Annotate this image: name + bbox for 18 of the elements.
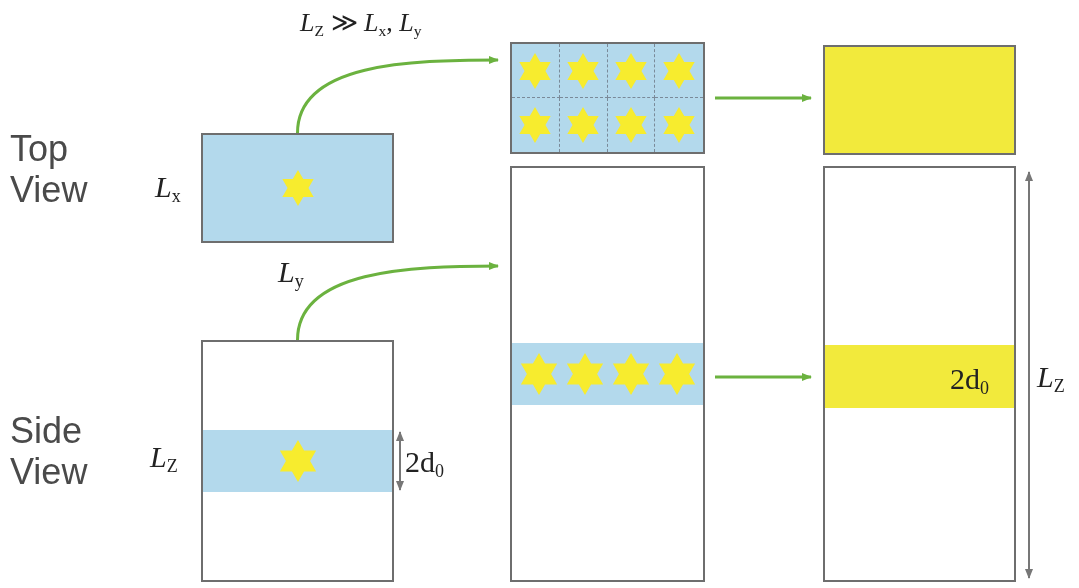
rectangle-panel	[201, 133, 394, 243]
rectangle-panel	[510, 42, 705, 154]
math-label: L$_{x}$	[155, 170, 181, 208]
rectangle-panel	[823, 166, 1016, 582]
rectangle-panel	[510, 166, 705, 582]
math-label: 2d$_{0}$	[950, 362, 989, 400]
arrow	[715, 94, 812, 102]
math-label: 2d$_{0}$	[405, 445, 444, 483]
arrow	[296, 262, 499, 341]
math-label: L$_{Z}$	[1037, 360, 1065, 398]
view-label: Side View	[10, 410, 89, 493]
rectangle-panel	[823, 45, 1016, 155]
rectangle-panel	[201, 340, 394, 582]
math-label: L$_{y}$	[278, 255, 304, 293]
arrow	[715, 373, 812, 381]
math-label: L$_{Z}$	[150, 440, 178, 478]
arrow	[296, 56, 499, 134]
view-label: Top View	[10, 128, 89, 211]
